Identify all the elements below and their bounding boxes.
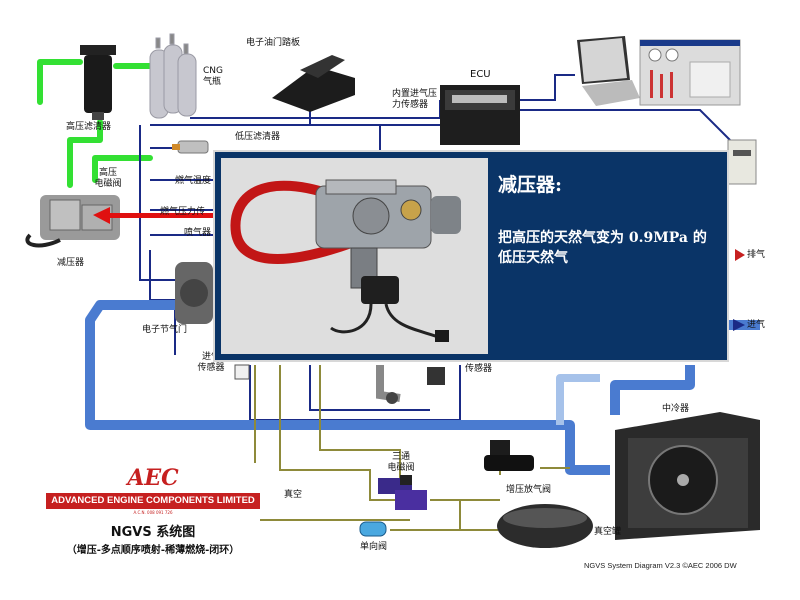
intercooler-icon	[615, 412, 760, 540]
aec-brand-mark-icon: AEC	[125, 465, 179, 491]
label-pressure-reducer: 减压器	[57, 258, 85, 268]
aec-brand-mark: AEC	[125, 465, 179, 491]
label-low-pressure-filter: 低压滤清器	[235, 132, 281, 142]
high-pressure-lines	[37, 59, 153, 188]
reducer-photo-illustration	[221, 158, 488, 354]
right-module-icon	[727, 139, 757, 185]
callout-description: 把高压的天然气变为 0.9MPa 的低压天然气	[498, 230, 707, 266]
pressure-reducer-icon	[25, 195, 120, 248]
label-ecu: ECU	[470, 69, 491, 80]
label-throttle-pedal: 电子油门踏板	[246, 38, 301, 48]
version-note: NGVS System Diagram V2.3 ©AEC 2006 DW	[584, 561, 737, 570]
logo-company-band: ADVANCED ENGINE COMPONENTS LIMITED	[46, 493, 260, 509]
system-title: NGVS 系统图	[110, 525, 196, 540]
label-cng-cylinder: CNG 气瓶	[203, 66, 223, 87]
intake-pipe-icon	[376, 365, 401, 404]
throttle-pedal-icon	[272, 55, 355, 112]
wastegate-valve-icon	[484, 440, 534, 471]
label-vacuum: 真空	[284, 490, 303, 500]
label-exhaust: 排气	[747, 250, 766, 260]
check-valve-icon	[359, 521, 387, 537]
low-pressure-lines	[139, 74, 731, 421]
label-check-valve: 单向阀	[360, 542, 388, 552]
label-three-way-valve: 三通 电磁阀	[387, 452, 415, 473]
label-intake-pressure-sensor: 内置进气压 力传感器	[392, 89, 438, 110]
laptop-icon	[577, 36, 640, 106]
exhaust-arrow-icon	[735, 249, 745, 261]
pressure-reducer-photo	[221, 158, 488, 354]
air-lines-light	[556, 374, 600, 425]
system-subtitle: （增压-多点顺序喷射-稀薄燃烧-闭环）	[66, 545, 240, 556]
label-wastegate-valve: 增压放气阀	[506, 485, 552, 495]
cng-cylinder-icon	[149, 33, 197, 119]
high-pressure-filter-icon	[80, 45, 116, 120]
software-screen-icon	[639, 39, 741, 106]
label-hp-solenoid-valve: 高压 电磁阀	[94, 168, 122, 189]
aec-logo-block: AEC ADVANCED ENGINE COMPONENTS LIMITED A…	[46, 463, 260, 559]
highlight-arrow-icon	[93, 207, 215, 224]
label-intercooler: 中冷器	[662, 404, 690, 414]
label-intake: 进气	[747, 320, 766, 330]
label-sensor: 传感器	[465, 364, 493, 374]
label-fuel-pressure-sensor: 燃气压力传	[160, 207, 206, 217]
electronic-throttle-icon	[175, 262, 213, 324]
label-electronic-throttle: 电子节气门	[142, 325, 188, 335]
company-acn: A.C.N. 008 091 726	[133, 510, 173, 515]
label-fuel-temperature: 燃气温度	[175, 176, 212, 186]
low-pressure-filter-icon	[172, 140, 209, 154]
callout-title: 减压器:	[498, 174, 563, 196]
label-intake-sensor: 进气 传感器	[197, 352, 225, 373]
label-high-pressure-filter: 高压滤清器	[66, 122, 112, 132]
company-name: ADVANCED ENGINE COMPONENTS LIMITED	[51, 495, 255, 506]
pressure-reducer-callout: 减压器: 把高压的天然气变为 0.9MPa 的低压天然气	[213, 150, 729, 362]
label-injector: 喷气器	[184, 228, 212, 238]
intake-arrow-icon	[733, 319, 745, 331]
vacuum-tank-icon	[497, 504, 593, 548]
lower-sensor-icon	[427, 367, 445, 385]
three-way-valve-icon	[378, 475, 427, 510]
ecu-icon	[440, 85, 520, 145]
label-vacuum-tank: 真空罐	[594, 527, 622, 537]
intake-sensor-icon	[234, 364, 250, 380]
